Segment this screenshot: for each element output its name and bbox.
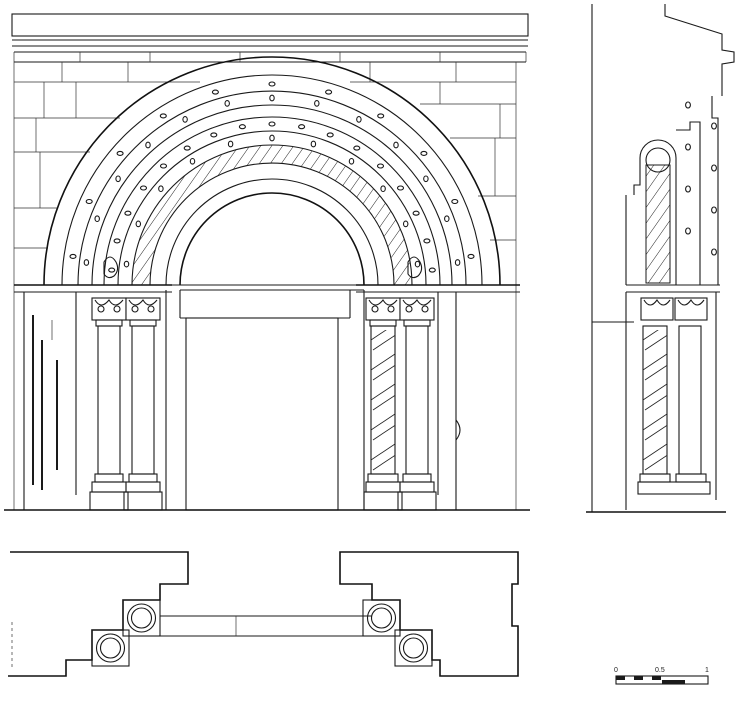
archivolt-bead xyxy=(211,89,219,95)
archivolt-bead xyxy=(135,220,142,228)
archivolt-bead xyxy=(353,145,361,151)
plan-column-base-4 xyxy=(394,629,433,667)
scale-label-0: 0 xyxy=(614,667,618,674)
impost xyxy=(14,284,520,293)
archivolt-bead xyxy=(414,260,421,268)
archivolt-bead xyxy=(393,141,399,149)
archivolt-bead xyxy=(227,140,234,148)
right-jamb xyxy=(437,292,461,510)
archivolts xyxy=(43,56,501,286)
archivolt-bead xyxy=(444,215,450,223)
archivolt-bead xyxy=(423,238,431,244)
archivolt-bead xyxy=(224,100,230,107)
scale-bar: 0 0.5 1 xyxy=(614,667,709,685)
springer-carvings xyxy=(103,256,423,279)
archivolt-bead xyxy=(454,259,461,266)
archivolt-bead xyxy=(428,267,436,273)
side-section-beads xyxy=(685,101,717,256)
archivolt-bead xyxy=(182,116,188,123)
plan-column-base-1 xyxy=(122,599,161,637)
archivolt-bead xyxy=(298,124,306,130)
archivolt-bead xyxy=(402,220,409,228)
side-bead xyxy=(711,122,717,130)
archivolt-bead xyxy=(115,175,121,183)
archivolt-bead xyxy=(145,141,151,149)
archivolt-bead xyxy=(268,81,276,87)
archivolt-bead xyxy=(420,150,428,156)
archivolt-bead xyxy=(108,267,116,273)
archivolt-bead xyxy=(377,113,385,119)
archivolt-bead xyxy=(325,89,333,95)
side-bead xyxy=(685,101,691,109)
side-section xyxy=(586,4,735,513)
tympanum xyxy=(166,284,378,291)
archivolt-bead xyxy=(467,253,475,259)
archivolt-bead xyxy=(123,260,130,268)
side-bead xyxy=(711,206,717,214)
wall-masonry xyxy=(13,62,517,510)
archivolt-bead xyxy=(159,163,168,169)
archivolt-bead xyxy=(326,132,334,138)
scale-label-half: 0.5 xyxy=(655,667,665,674)
archivolt-bead xyxy=(423,175,429,183)
right-column-outer xyxy=(397,297,437,511)
archivolt-bead xyxy=(376,163,385,169)
side-bead xyxy=(711,248,717,256)
archivolt-bead xyxy=(116,150,124,156)
archivolt-bead xyxy=(189,157,196,165)
archivolt-bead xyxy=(158,185,164,193)
archivolt-bead xyxy=(356,116,362,123)
side-bead xyxy=(711,164,717,172)
archivolt-bead xyxy=(310,140,317,148)
archivolt-bead xyxy=(269,134,275,142)
left-jamb xyxy=(23,292,77,510)
archivolt-bead xyxy=(238,124,246,130)
archivolt-ornament xyxy=(69,81,475,273)
front-elevation xyxy=(4,13,530,511)
plan-view xyxy=(8,551,519,677)
archivolt-bead xyxy=(380,185,386,193)
door-opening xyxy=(165,290,365,511)
archivolt-bead xyxy=(269,94,275,102)
archivolt-bead xyxy=(139,185,148,191)
plan-column-base-3 xyxy=(362,599,401,637)
plan-column-base-2 xyxy=(91,629,130,667)
scale-label-1: 1 xyxy=(705,667,709,674)
archivolt-bead xyxy=(113,238,121,244)
archivolt-bead xyxy=(183,145,191,151)
left-column-outer xyxy=(89,297,129,511)
archivolt-bead xyxy=(94,215,100,223)
right-column-inner xyxy=(363,297,403,511)
cornice xyxy=(11,13,529,63)
archivolt-bead xyxy=(412,210,420,216)
archivolt-bead xyxy=(69,253,77,259)
archivolt-bead xyxy=(314,100,320,107)
left-column-inner xyxy=(123,297,163,511)
archivolt-bead xyxy=(396,185,405,191)
archivolt-bead xyxy=(124,210,132,216)
archivolt-bead xyxy=(348,157,355,165)
archivolt-bead xyxy=(85,198,93,205)
archivolt-bead xyxy=(268,121,276,127)
archivolt-bead xyxy=(83,259,90,266)
archivolt-bead xyxy=(159,113,167,119)
side-bead xyxy=(685,185,691,193)
archivolt-bead xyxy=(210,132,218,138)
side-bead xyxy=(685,227,691,235)
archivolt-bead xyxy=(451,198,459,205)
side-bead xyxy=(685,143,691,151)
